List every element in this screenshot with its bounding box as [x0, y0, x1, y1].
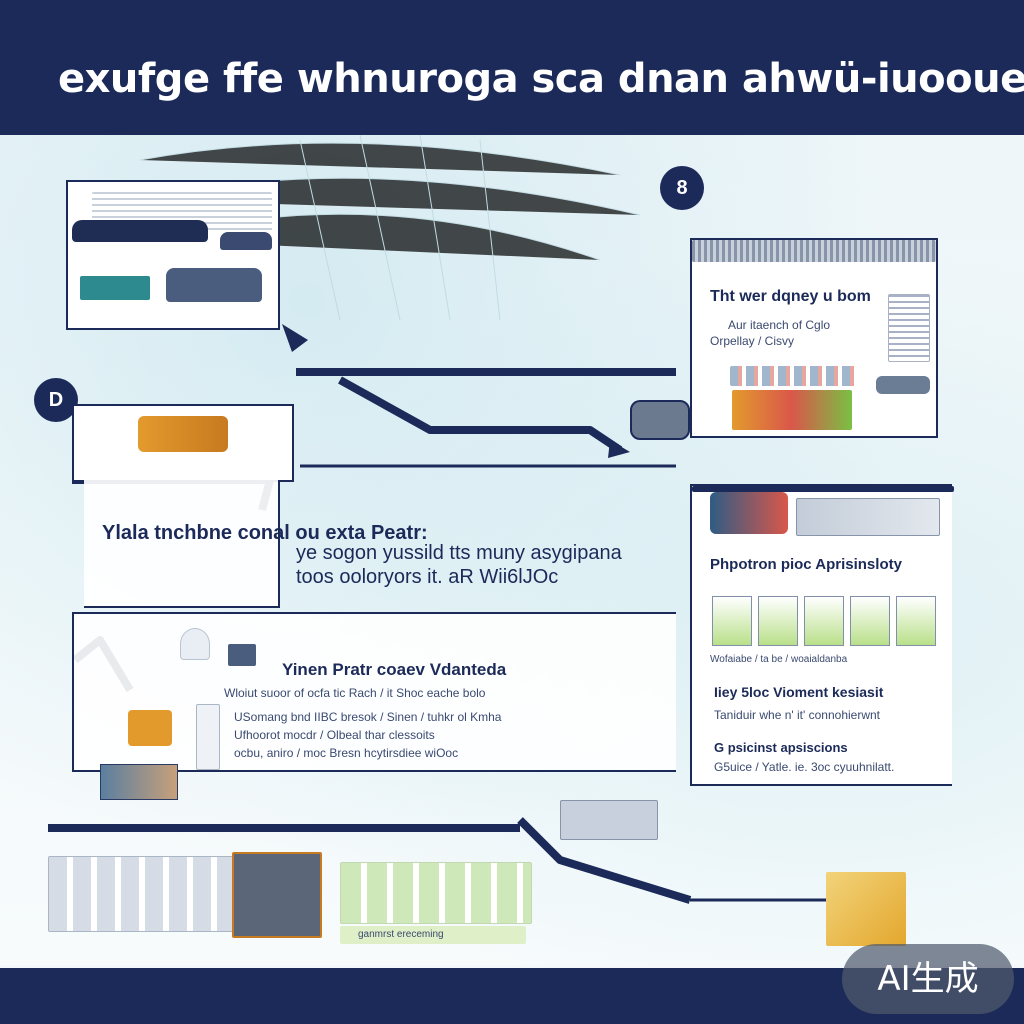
panel-line: ye sogon yussild tts muny asygipana [296, 542, 622, 564]
panel-line: toos ooloryors it. aR Wii6lJOc [296, 566, 559, 588]
panel-strip: Wofaiabe / ta be / woaialdanba [710, 654, 848, 665]
panel-line: Ufhoorot mocdr / Olbeal thar clessoits [234, 728, 435, 742]
building-icon [80, 276, 150, 300]
panel-subtitle: Iiey 5loc Vioment kesiasit [714, 684, 884, 700]
factory-icon [732, 390, 852, 430]
van-icon [630, 400, 690, 440]
car-sedan-icon [72, 220, 208, 242]
panel-line: Orpellay / Cisvy [710, 334, 795, 348]
panel-right-top: Tht wer dqney u bom Aur itaench of Cglo … [690, 238, 938, 438]
panel-right-mid: Phpotron pioc Aprisinsloty Wofaiabe / ta… [690, 484, 954, 786]
panel-left-upper [72, 404, 294, 482]
console-panel-icon [48, 856, 236, 932]
photo-thumbnail [100, 764, 178, 800]
document-lines [888, 294, 930, 362]
trailer-icon [796, 498, 940, 536]
panel-left-mid [84, 480, 280, 608]
panel-vehicles-top-left [66, 180, 280, 330]
bottom-strip-band [340, 926, 526, 944]
warehouse-icon [560, 800, 658, 840]
suv-icon [166, 268, 262, 302]
header-stripe [692, 240, 936, 262]
panel-line: Aur itaench of Cglo [728, 318, 831, 332]
cabinet-icon [196, 704, 220, 770]
panel-line: Wloiut suoor of ocfa tic Rach / it Shoc … [224, 686, 486, 700]
ai-generated-badge: AI生成 [842, 944, 1014, 1014]
panel-line: USomang bnd IIBC bresok / Sinen / tuhkr … [234, 710, 502, 724]
header-stripe [692, 486, 954, 492]
city-skyline-icon [730, 366, 858, 386]
forklift-icon [826, 872, 906, 946]
bus-icon [876, 376, 930, 394]
bottom-strip-label: ganmrst ereceming [358, 929, 444, 940]
machine-icon [228, 644, 256, 666]
panel-left-lower: Yinen Pratr coaev Vdanteda Wloiut suoor … [72, 612, 676, 772]
panel-title: Yinen Pratr coaev Vdanteda [282, 660, 507, 679]
panel-line: G5uice / Yatle. ie. 3oc cyuuhnilatt. [714, 760, 895, 774]
control-unit-icon [232, 852, 322, 938]
panel-title: Phpotron pioc Aprisinsloty [710, 556, 902, 573]
panel-line: ocbu, aniro / moc Bresn hcytirsdiee wiOo… [234, 746, 459, 760]
chef-icon [180, 628, 210, 660]
car-small-icon [220, 232, 272, 250]
panel-subtitle: G psicinst apsiscions [714, 740, 848, 755]
tile-grid-icon [340, 862, 532, 924]
header-bar: exufge ffe whnuroga sca dnan ahwü-iuooue… [0, 0, 1024, 135]
panel-title: Ylala tnchbne conal ou exta Peatr: [102, 522, 428, 544]
step-number-badge: D [34, 378, 78, 422]
window-tiles [712, 596, 936, 646]
truck-icon [138, 416, 228, 452]
panel-title: Tht wer dqney u bom [710, 288, 871, 305]
panel-line: Taniduir whe n' it' connohierwnt [714, 708, 881, 722]
step-number-badge: 8 [660, 166, 704, 210]
truck-icon [710, 492, 788, 534]
crane-icon [128, 710, 172, 746]
page-title: exufge ffe whnuroga sca dnan ahwü-iuooue… [58, 56, 1024, 102]
